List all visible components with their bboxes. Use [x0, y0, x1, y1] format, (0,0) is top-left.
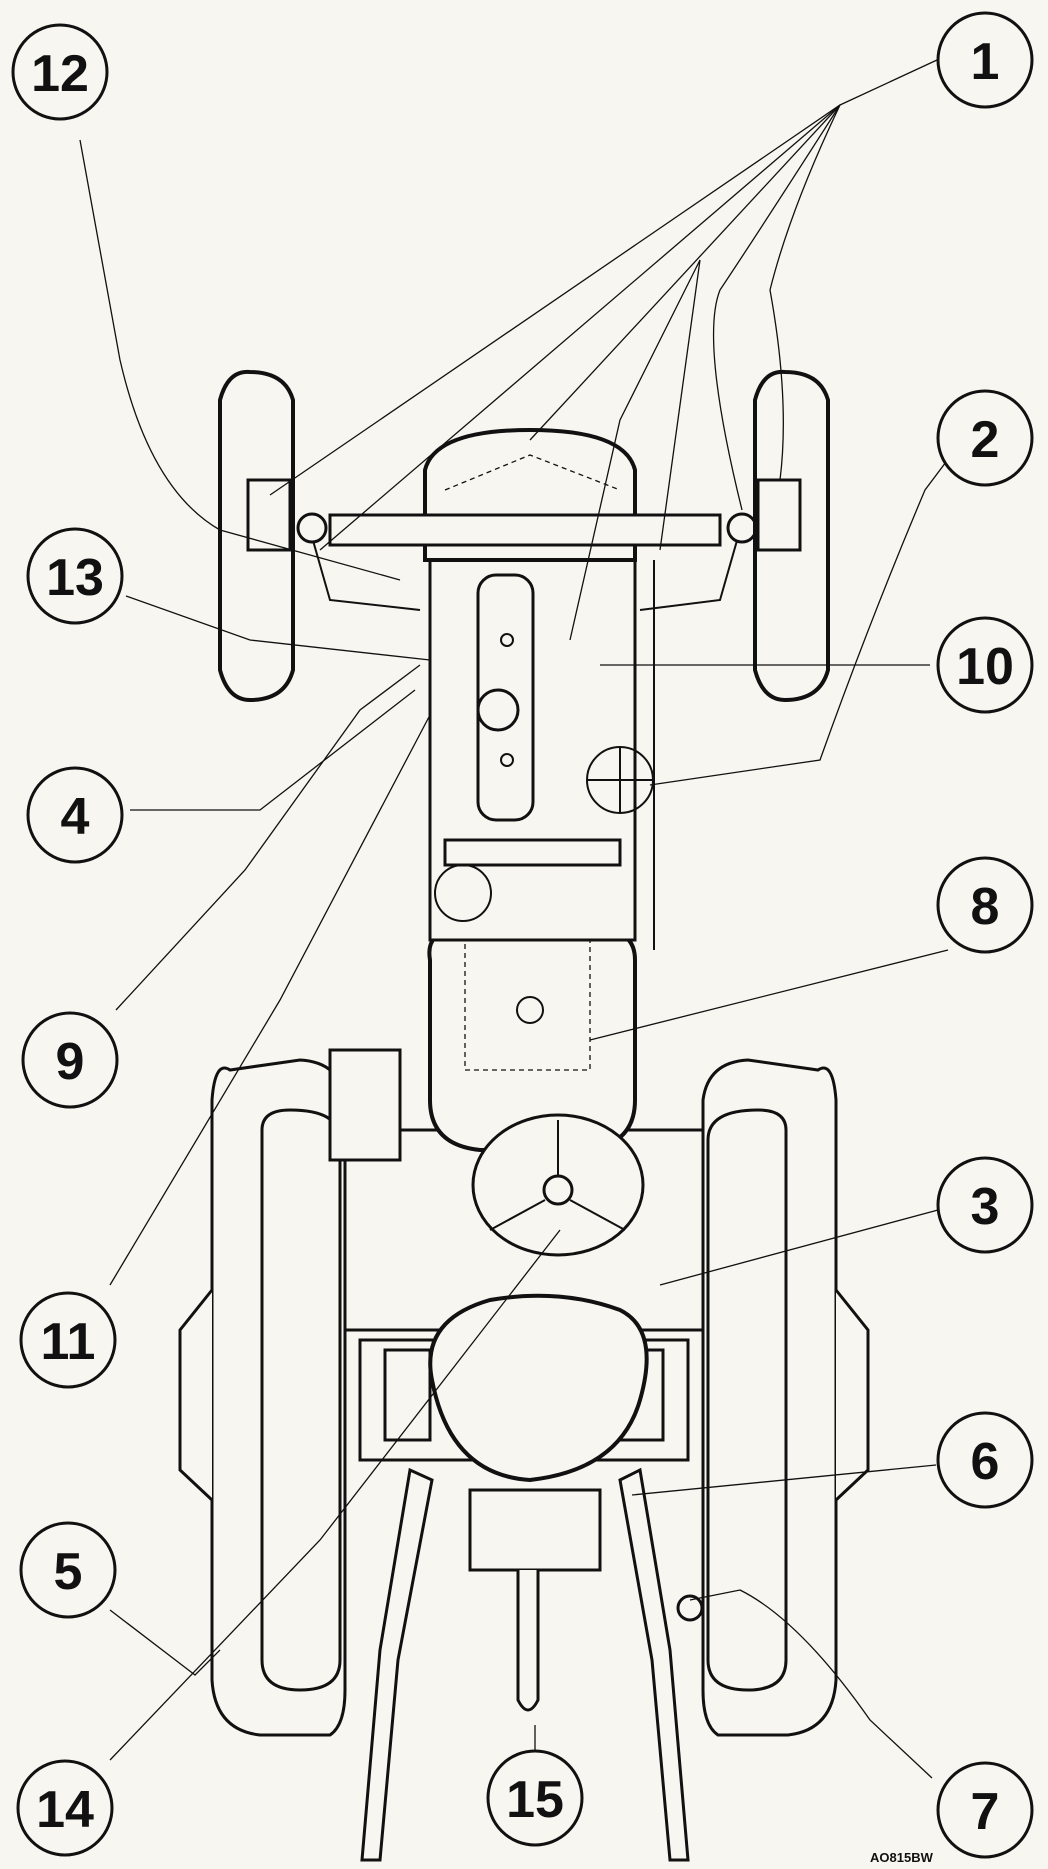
front-wheel-right — [753, 369, 830, 703]
steering-wheel — [471, 1113, 645, 1257]
front-wheel-left — [218, 369, 295, 703]
oil-filler-cap — [476, 688, 520, 732]
sump — [443, 838, 622, 867]
callout-3: 3 — [936, 1156, 1034, 1254]
reference-code: AO815BW — [870, 1850, 934, 1865]
callout-14-label: 14 — [36, 1781, 94, 1839]
lift-link-left — [360, 1467, 434, 1862]
leader-13 — [125, 595, 431, 661]
callout-4: 4 — [26, 766, 124, 864]
callout-8: 8 — [936, 856, 1034, 954]
callout-2: 2 — [936, 389, 1034, 487]
callout-6-label: 6 — [971, 1433, 1000, 1491]
leader-1b — [319, 104, 841, 551]
seat — [428, 1293, 649, 1483]
brake-drum-left — [383, 1348, 432, 1442]
callout-5-label: 5 — [54, 1543, 83, 1601]
callout-15-label: 15 — [506, 1771, 564, 1829]
lift-arm-pin — [676, 1594, 704, 1622]
callout-13: 13 — [26, 527, 124, 625]
callout-11-label: 11 — [41, 1313, 96, 1371]
leader-1e — [769, 104, 841, 481]
leader-9 — [115, 664, 421, 1011]
air-cleaner — [434, 864, 492, 922]
leader-1a — [269, 59, 938, 496]
callout-5: 5 — [19, 1521, 117, 1619]
front-axle-beam — [328, 513, 722, 547]
callout-15: 15 — [486, 1749, 584, 1847]
callout-10-label: 10 — [956, 638, 1014, 696]
callout-11: 11 — [19, 1291, 117, 1389]
callout-12: 12 — [11, 23, 109, 121]
callout-14: 14 — [16, 1759, 114, 1857]
lift-link-right — [618, 1467, 690, 1862]
leader-lines — [79, 59, 986, 1779]
callout-1: 1 — [936, 11, 1034, 109]
callout-4-label: 4 — [61, 788, 90, 846]
leader-7 — [689, 1589, 933, 1779]
pto-housing — [468, 1488, 602, 1572]
leader-5 — [109, 1609, 221, 1676]
callout-7-label: 7 — [971, 1783, 1000, 1841]
callout-7: 7 — [936, 1761, 1034, 1859]
rear-tyre-right — [701, 1058, 870, 1737]
leader-8 — [589, 949, 949, 1041]
callout-9-label: 9 — [56, 1033, 85, 1091]
callout-9: 9 — [21, 1011, 119, 1109]
callouts: 1 2 3 4 5 6 7 8 — [11, 11, 1034, 1859]
callout-13-label: 13 — [46, 549, 104, 607]
leader-2 — [649, 409, 986, 786]
callout-3-label: 3 — [971, 1178, 1000, 1236]
fender-bracket — [328, 1048, 402, 1162]
leader-1f — [659, 259, 701, 551]
leader-12 — [79, 139, 401, 581]
leader-11 — [109, 714, 431, 1286]
tractor-drawing — [178, 369, 870, 1862]
callout-2-label: 2 — [971, 411, 1000, 469]
leader-14 — [109, 1229, 561, 1761]
rear-tyre-left — [178, 1058, 347, 1737]
leader-1c — [529, 104, 841, 441]
callout-10: 10 — [936, 616, 1034, 714]
fuel-cap — [516, 996, 544, 1024]
callout-6: 6 — [936, 1411, 1034, 1509]
leader-6 — [631, 1464, 937, 1496]
leader-1d — [712, 104, 841, 511]
callout-8-label: 8 — [971, 878, 1000, 936]
leader-1g — [569, 259, 701, 641]
callout-1-label: 1 — [971, 33, 1000, 91]
leader-3 — [659, 1209, 939, 1286]
leader-4 — [130, 689, 416, 811]
drawbar — [516, 1570, 540, 1712]
callout-12-label: 12 — [31, 45, 89, 103]
